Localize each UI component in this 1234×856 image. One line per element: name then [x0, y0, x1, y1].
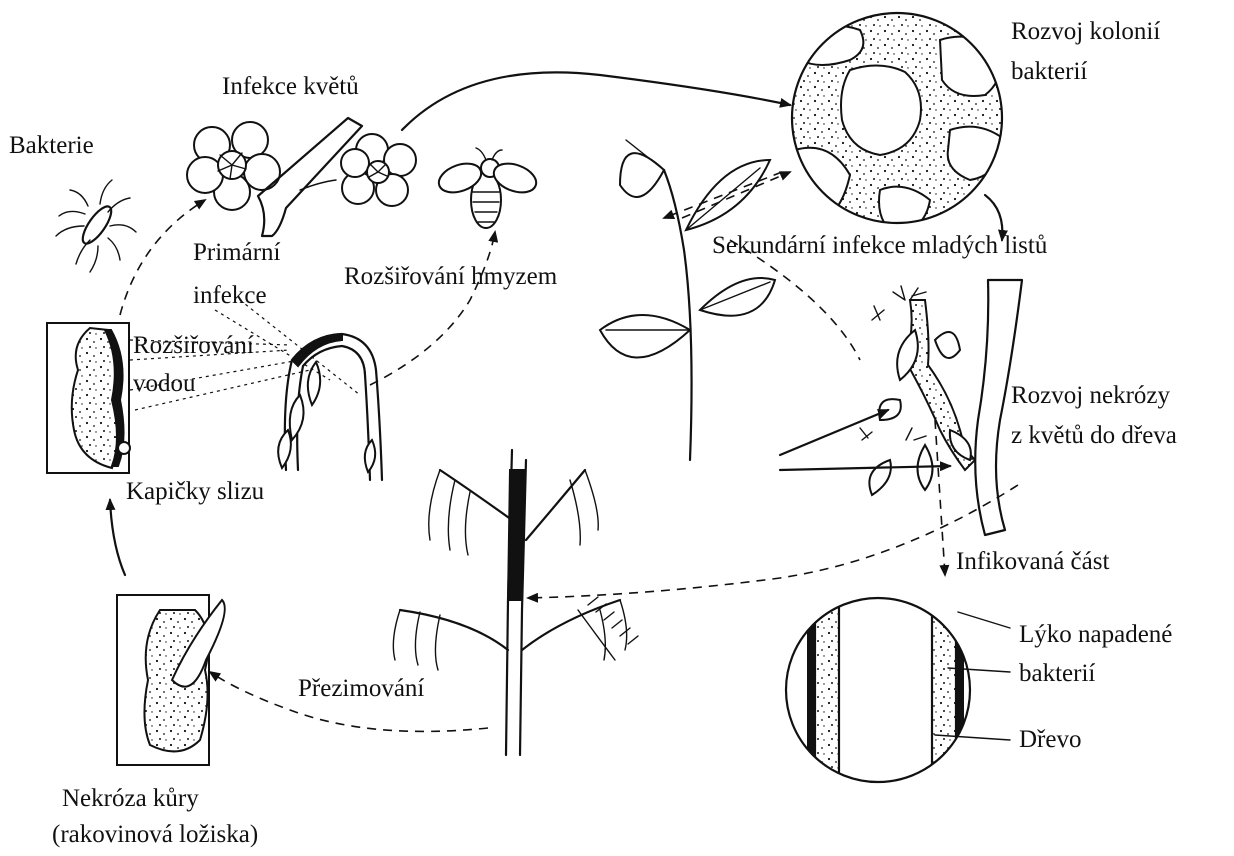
label-rozvoj-kolonii-2: bakterií	[1011, 57, 1087, 87]
label-infikovana-cast: Infikovaná část	[956, 547, 1109, 577]
label-rozsirovani-hmyzem: Rozšiřování hmyzem	[344, 262, 557, 292]
bent-shoot-illustration	[278, 334, 382, 480]
colony-magnified-illustration	[792, 13, 1005, 235]
label-drevo: Dřevo	[1019, 725, 1081, 755]
label-rozsirovani-vodou-1: Rozšiřování	[133, 331, 254, 361]
young-shoot-illustration	[600, 140, 775, 460]
bacterium-illustration	[56, 180, 136, 272]
flowering-branch-illustration	[258, 118, 416, 236]
label-primarni-infekce-1: Primární	[193, 238, 281, 268]
label-nekroza-2: (rakovinová ložiska)	[52, 820, 258, 850]
bee-illustration	[435, 148, 540, 228]
label-rozvoj-nekrozy-2: z květů do dřeva	[1011, 421, 1177, 451]
tree-illustration	[393, 450, 638, 755]
label-kapicky-slizu: Kapičky slizu	[126, 477, 264, 507]
bark-necrosis-illustration	[117, 595, 225, 765]
label-prezimovani: Přezimování	[298, 674, 424, 704]
label-lyko-1: Lýko napadené	[1019, 620, 1172, 650]
label-primarni-infekce-2: infekce	[193, 281, 267, 311]
label-infekce-kvetu: Infekce květů	[222, 72, 359, 102]
label-rozsirovani-vodou-2: vodou	[133, 369, 196, 399]
label-rozvoj-kolonii-1: Rozvoj kolonií	[1011, 17, 1160, 47]
label-nekroza-1: Nekróza kůry	[62, 784, 199, 814]
bark-slime-illustration	[47, 323, 130, 473]
label-sekundarni-infekce: Sekundární infekce mladých listů	[712, 231, 1047, 261]
label-lyko-2: bakterií	[1019, 659, 1095, 689]
infected-section-magnified-illustration	[786, 598, 970, 782]
flower-left-illustration	[187, 122, 280, 210]
label-bakterie: Bakterie	[9, 131, 94, 161]
label-rozvoj-nekrozy-1: Rozvoj nekrózy	[1011, 381, 1170, 411]
